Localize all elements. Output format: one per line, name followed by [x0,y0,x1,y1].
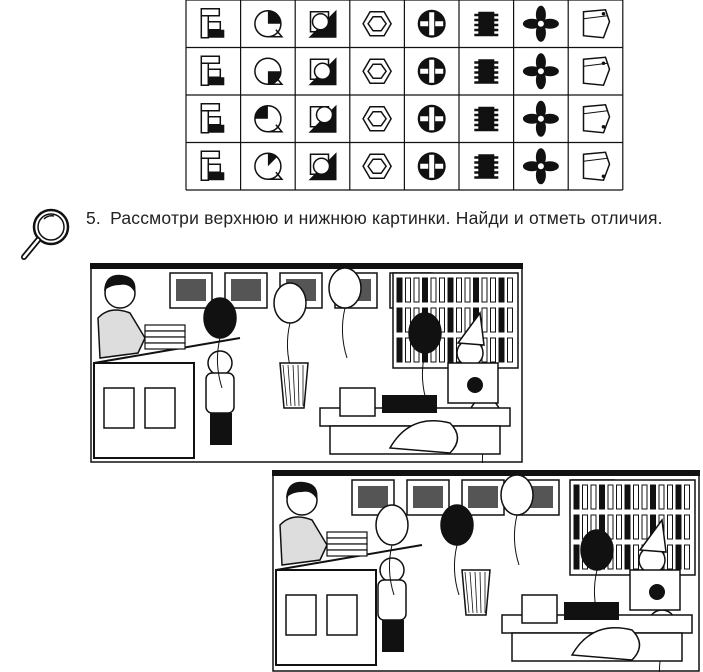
circle-cross-icon [417,104,446,133]
polygon-icon [582,151,611,182]
circle-sector-icon [254,105,284,133]
balloon [500,474,534,516]
hexagon-icon [362,106,392,132]
hexagon-icon [362,11,392,37]
circle-triangle-icon [308,9,337,38]
open-book [339,387,376,417]
figure-grid [185,0,624,191]
balloon [375,504,409,546]
balloon [440,504,474,546]
circle-cross-icon [417,57,446,86]
gnome-hat [456,311,485,346]
open-book [521,594,558,624]
circle-cross-icon [417,152,446,181]
propeller-icon [522,100,559,137]
circle-sector-icon [254,57,284,85]
gnome-hat [638,518,667,553]
chip-icon [474,154,499,179]
circle-sector-icon [254,10,284,38]
circle-sector-icon [254,152,284,180]
balloon [328,267,362,309]
blocks-shape-icon [200,150,225,181]
library-scene-top [90,263,523,463]
chip-icon [474,59,499,84]
task-instruction: 5. Рассмотри верхнюю и нижнюю картинки. … [86,207,696,229]
blocks-shape-icon [200,8,225,39]
boy-head [207,350,233,376]
balloon [580,529,614,571]
circle-triangle-icon [308,152,337,181]
polygon-icon [582,8,611,39]
task-number: 5. [86,208,101,228]
library-scene-bottom [272,470,700,672]
circle-triangle-icon [308,57,337,86]
circle-triangle-icon [308,104,337,133]
blocks-shape-icon [200,55,225,86]
boy-head [379,557,405,583]
picture-book [447,362,499,404]
chip-icon [474,106,499,132]
chair [388,420,459,454]
hexagon-icon [362,153,392,179]
balloon [203,297,237,339]
librarian-body [97,309,146,359]
boy-trousers [382,620,404,652]
chip-icon [474,11,499,37]
propeller-icon [522,148,559,185]
task-text: Рассмотри верхнюю и нижнюю картинки. Най… [110,208,663,228]
polygon-icon [582,56,611,87]
boy-trousers [210,413,232,445]
ceiling-beam [272,470,700,476]
propeller-icon [522,5,559,42]
circle-cross-icon [417,9,446,38]
blocks-shape-icon [200,103,225,134]
magnifier-icon [21,208,70,260]
librarian-body [279,516,328,566]
balloon [273,282,307,324]
ceiling-beam [90,263,523,269]
propeller-icon [522,53,559,90]
polygon-icon [582,103,611,134]
hexagon-icon [362,58,392,84]
balloon [408,312,442,354]
chair [570,627,641,661]
